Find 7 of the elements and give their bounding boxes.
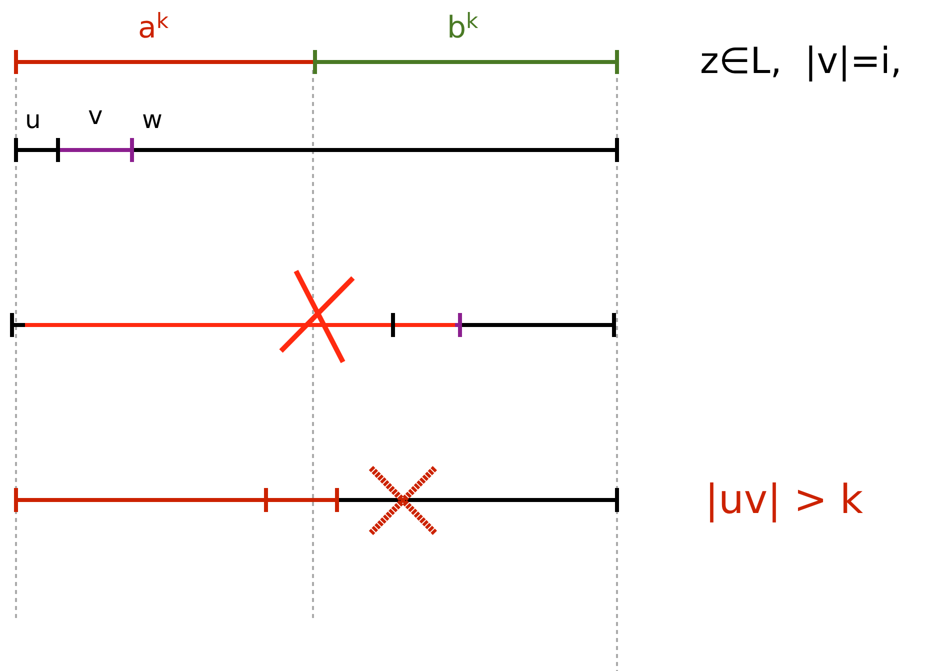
segment-label: w xyxy=(142,106,162,134)
segment-label: b$^{k}$ xyxy=(447,10,478,44)
condition-text: |uv| > k xyxy=(705,478,864,522)
segment-label: v xyxy=(88,102,103,130)
segment-label: u xyxy=(25,106,41,134)
condition-text: z∈L, |v|=i, xyxy=(700,42,902,82)
segment-label: a$^{k}$ xyxy=(138,10,169,44)
